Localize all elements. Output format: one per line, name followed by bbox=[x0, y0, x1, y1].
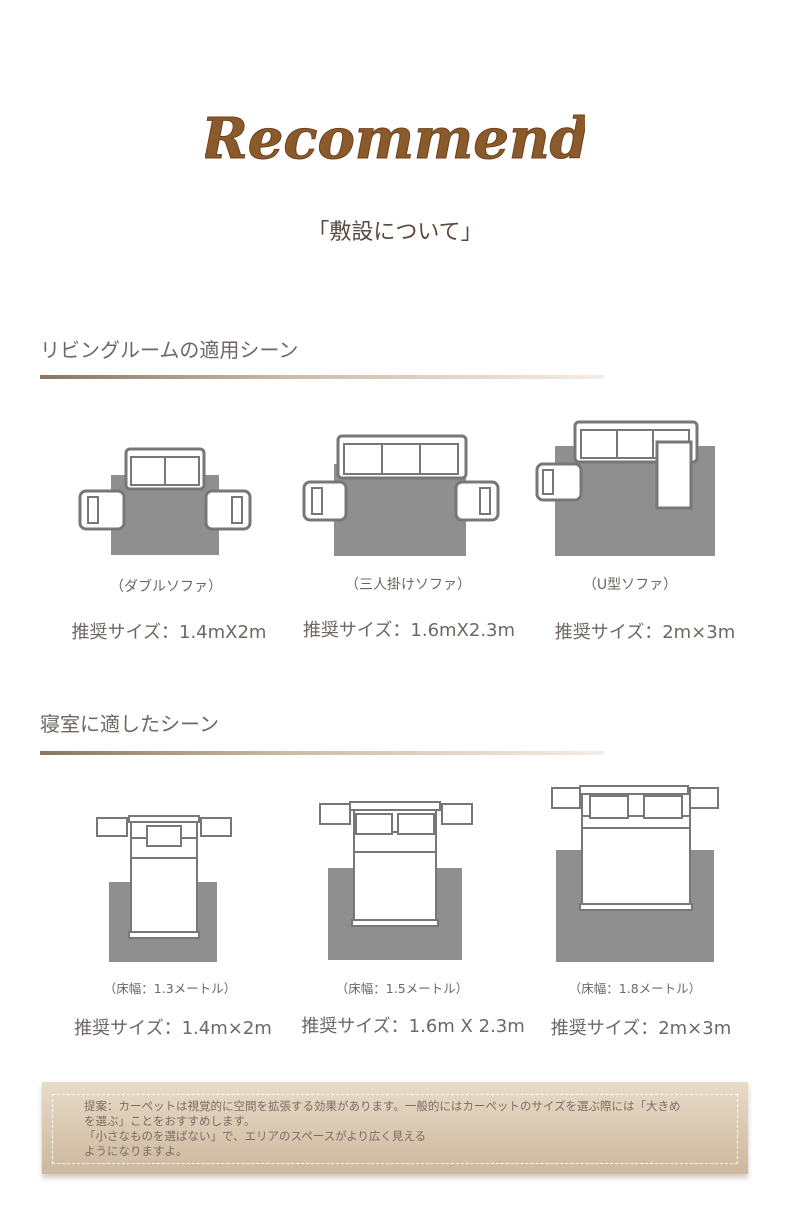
bed-1-8-layout-icon bbox=[551, 785, 719, 962]
tip-dashed-frame bbox=[52, 1094, 738, 1164]
living-caption-2: （三人掛けソファ） bbox=[345, 577, 471, 593]
tip-box bbox=[42, 1082, 748, 1174]
recommend-logo: Recommend bbox=[205, 106, 585, 173]
bed-1-5-layout-icon bbox=[319, 801, 473, 960]
three-seat-sofa-layout-icon bbox=[302, 434, 500, 556]
living-section-title: リビングルームの適用シーン bbox=[40, 338, 299, 362]
living-size-1: 推奨サイズ：1.4mX2m bbox=[71, 622, 267, 643]
tip-line-2: を選ぶ」ことをおすすめします。 bbox=[84, 1114, 256, 1128]
living-size-3: 推奨サイズ：2m×3m bbox=[554, 622, 736, 643]
logo-text: Recommend bbox=[205, 106, 585, 172]
living-caption-1: （ダブルソファ） bbox=[110, 579, 222, 595]
tip-line-4: ようになりますよ。 bbox=[84, 1144, 188, 1158]
bedroom-caption-3: （床幅：1.8メートル） bbox=[568, 981, 702, 996]
tip-line-1: 提案：カーペットは視覚的に空間を拡張する効果があります。一般的にはカーペットのサ… bbox=[84, 1099, 681, 1113]
double-sofa-layout-icon bbox=[78, 447, 252, 555]
bedroom-size-3: 推奨サイズ：2m×3m bbox=[550, 1018, 732, 1039]
living-divider bbox=[40, 375, 604, 379]
bedroom-caption-1: （床幅：1.3メートル） bbox=[103, 981, 237, 996]
u-sofa-layout-icon bbox=[535, 420, 715, 556]
bedroom-caption-2: （床幅：1.5メートル） bbox=[335, 981, 469, 996]
bedroom-size-2: 推奨サイズ：1.6m X 2.3m bbox=[301, 1016, 525, 1037]
bedroom-section-title: 寝室に適したシーン bbox=[40, 712, 219, 736]
bedroom-size-1: 推奨サイズ：1.4m×2m bbox=[74, 1018, 272, 1039]
page-subtitle: 「敷設について」 bbox=[307, 220, 483, 245]
bedroom-divider bbox=[40, 751, 604, 755]
bed-1-3-layout-icon bbox=[96, 815, 232, 962]
tip-line-3: 「小さなものを選ばない」で、エリアのスペースがより広く見える bbox=[84, 1129, 427, 1143]
living-size-2: 推奨サイズ：1.6mX2.3m bbox=[302, 620, 516, 641]
living-caption-3: （U型ソファ） bbox=[582, 577, 678, 593]
tip-text: 提案：カーペットは視覚的に空間を拡張する効果があります。一般的にはカーペットのサ… bbox=[84, 1099, 724, 1159]
